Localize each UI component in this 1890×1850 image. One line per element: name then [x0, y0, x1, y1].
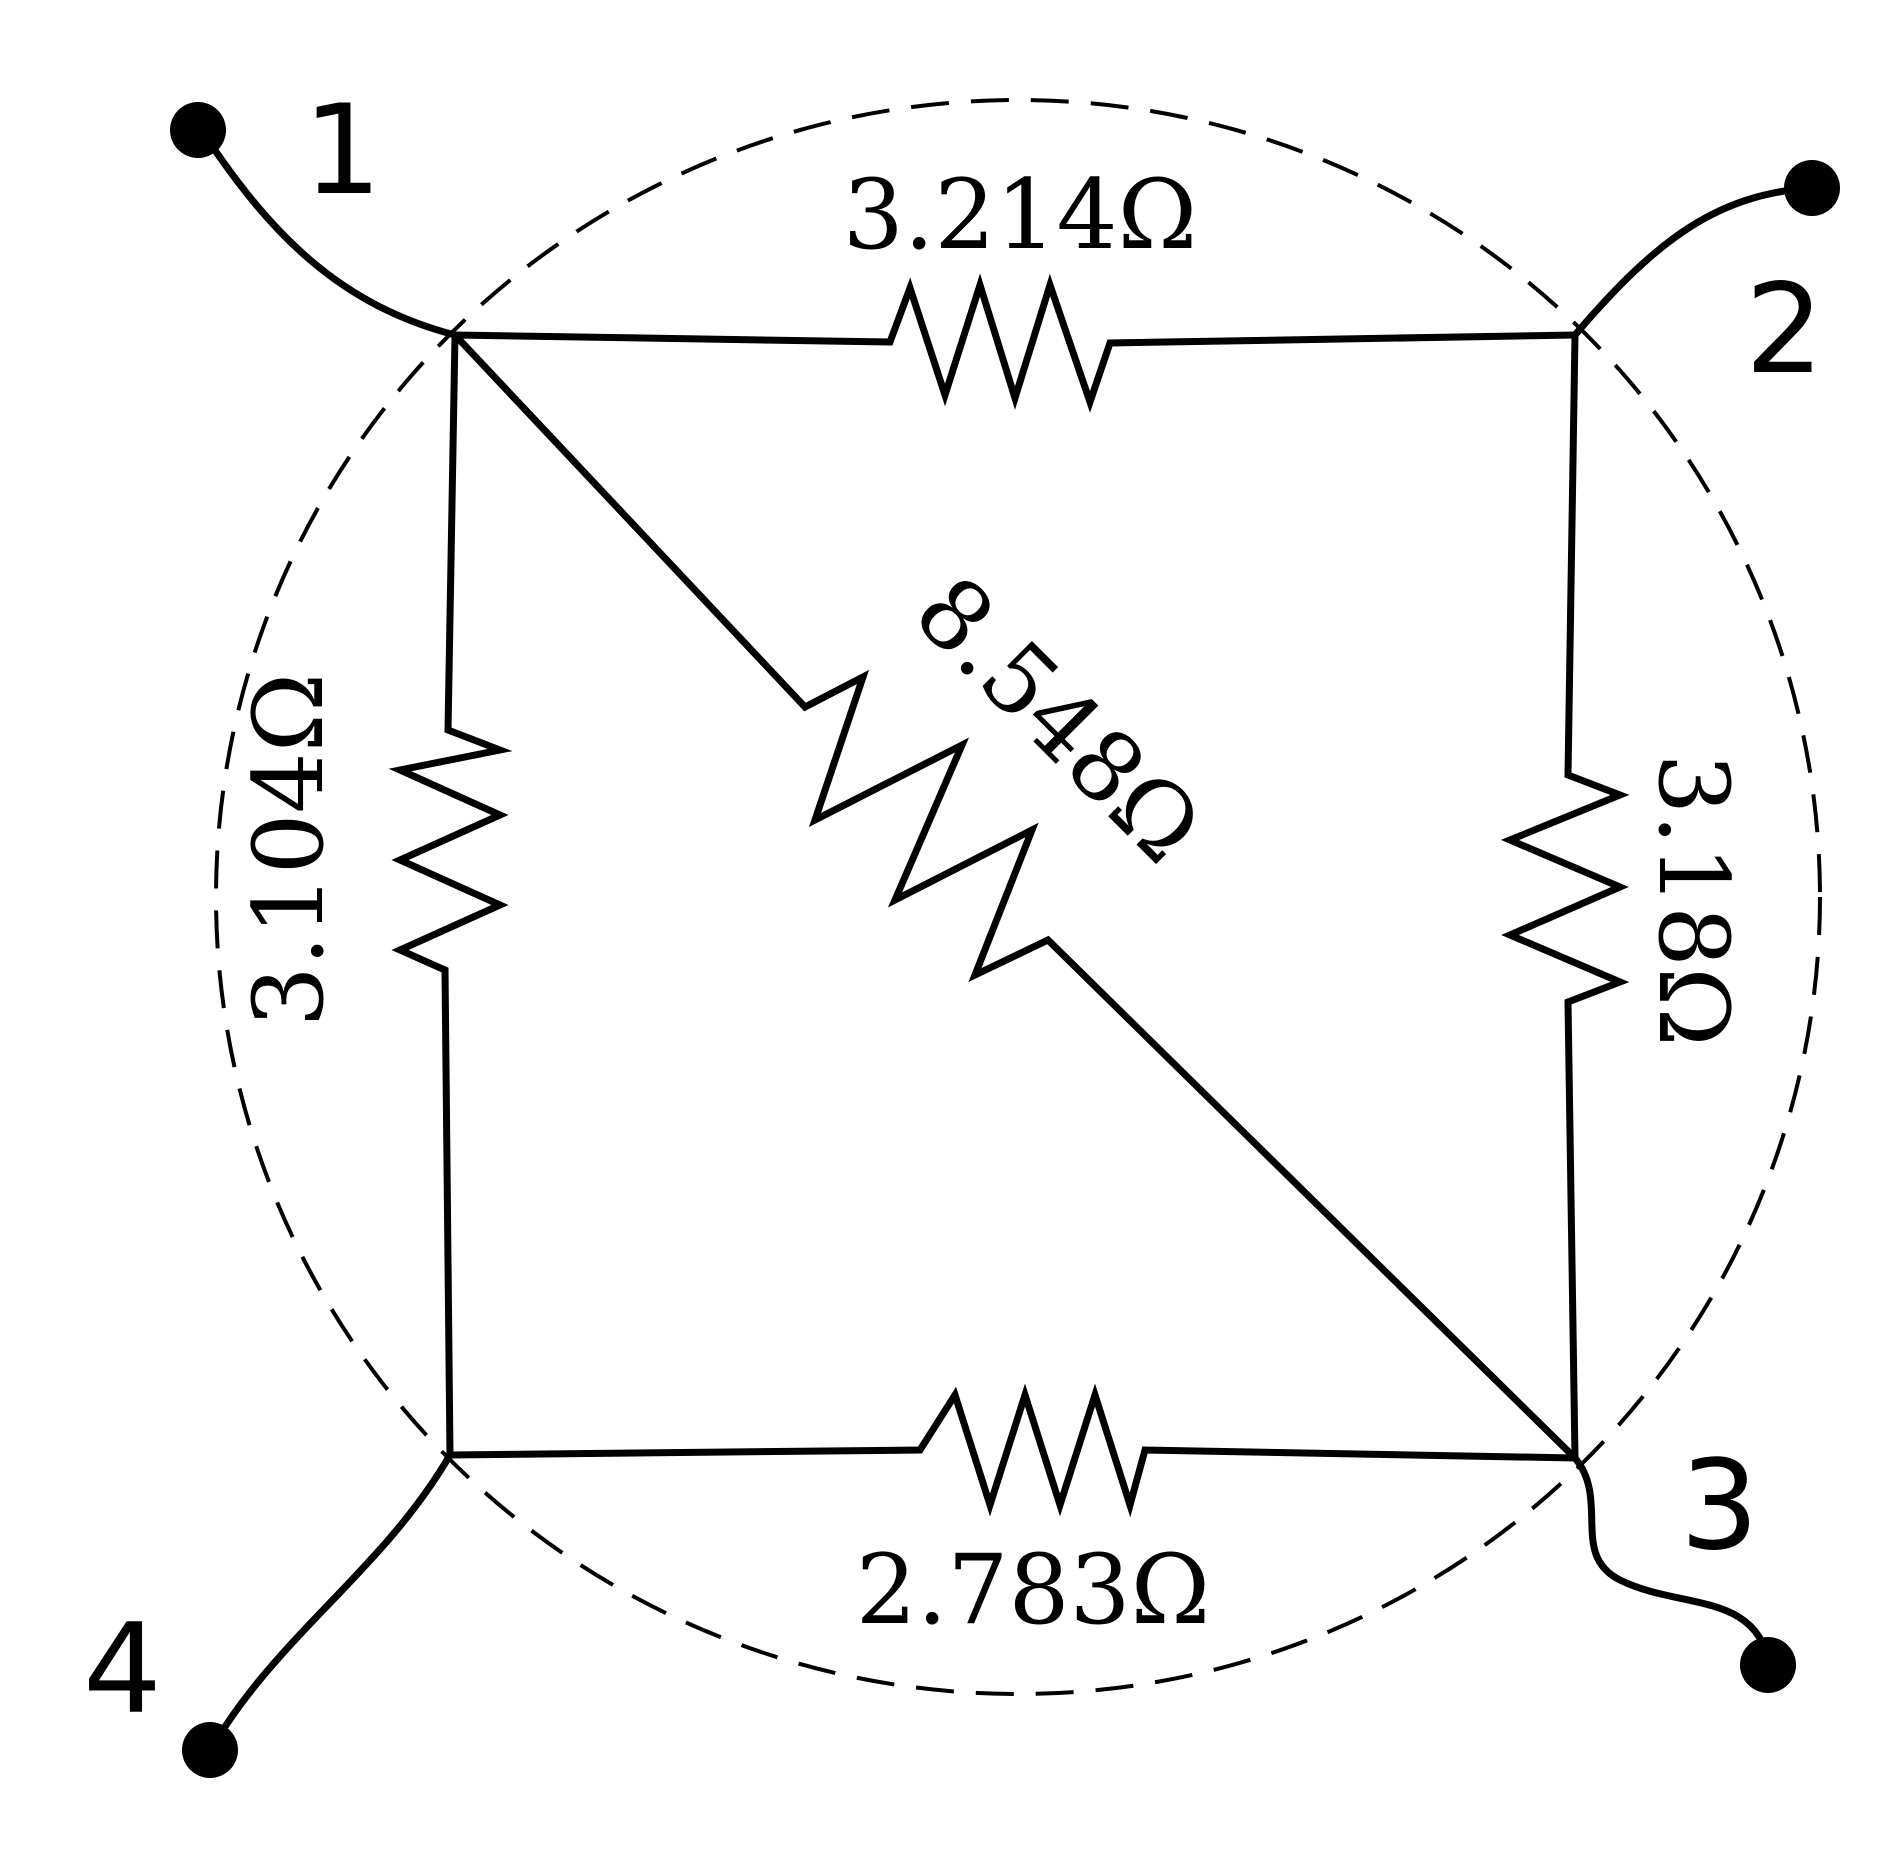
resistor-r23: [1500, 334, 1630, 1459]
resistor-r13: [452, 332, 1578, 1461]
terminal-port-1: [170, 102, 226, 158]
port-label-4: 4: [83, 1598, 162, 1742]
port-label-1: 1: [303, 79, 382, 223]
resistor-r23-label: 3.18Ω: [1637, 753, 1749, 1046]
resistor-r13-wire: [452, 332, 1578, 1461]
resistor-r12: [454, 273, 1576, 413]
resistor-r12-label: 3.214Ω: [843, 159, 1197, 271]
resistor-r34: [449, 1383, 1576, 1518]
lead-port-2: [1571, 184, 1814, 339]
resistor-r13-label: 8.548Ω: [893, 555, 1223, 885]
terminal-port-3: [1740, 1637, 1796, 1693]
resistor-r12-wire: [454, 273, 1576, 413]
port-label-3: 3: [1680, 1434, 1759, 1578]
dashed-boundary-circle: [214, 98, 1822, 1696]
lead-port-4: [201, 1451, 454, 1764]
terminal-port-4: [182, 1722, 238, 1778]
resistor-r41-wire: [388, 334, 513, 1456]
resistor-r34-wire: [449, 1383, 1576, 1518]
resistor-r23-wire: [1500, 334, 1630, 1459]
lead-port-3: [1571, 1454, 1774, 1674]
resistor-r34-label: 2.783Ω: [856, 1534, 1210, 1646]
resistor-r41: [388, 334, 513, 1456]
terminal-port-2: [1784, 160, 1840, 216]
lead-port-1: [196, 124, 459, 339]
resistor-r41-label: 3.104Ω: [233, 673, 345, 1027]
port-label-2: 2: [1745, 258, 1824, 402]
